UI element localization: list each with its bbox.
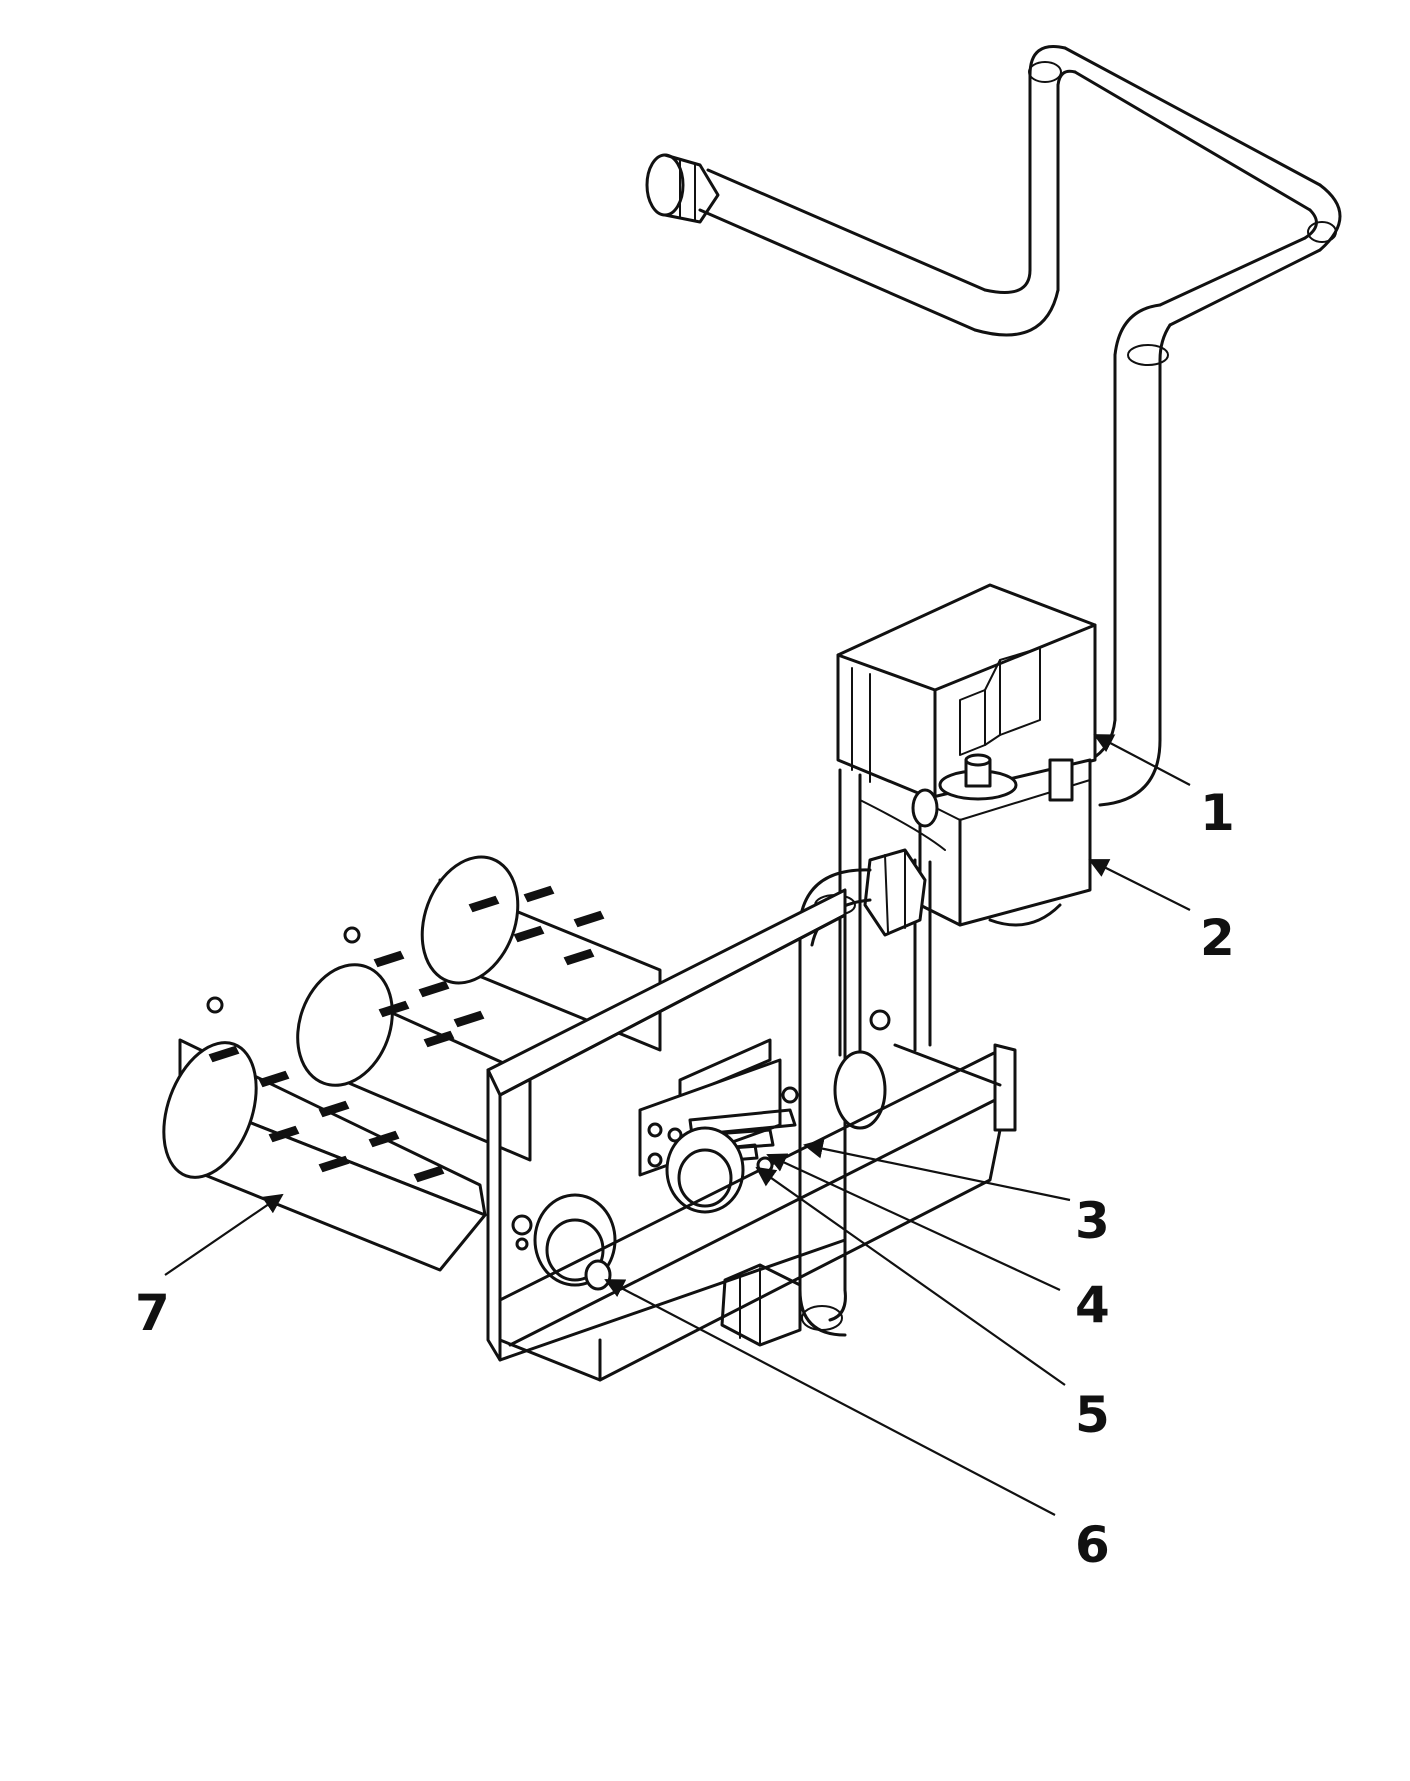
- leader-7: [164, 1193, 284, 1276]
- gas-supply-pipe: [645, 45, 1342, 807]
- leader-1: [1093, 734, 1191, 786]
- leader-4: [766, 1153, 1061, 1291]
- burner-base: [498, 1043, 1017, 1382]
- callout-7: 7: [135, 1284, 170, 1342]
- burner-tube-middle: [296, 926, 532, 1162]
- callout-6: 6: [1075, 1516, 1110, 1574]
- leader-6: [604, 1279, 1056, 1516]
- callout-leaders: [164, 734, 1191, 1516]
- callout-2: 2: [1200, 909, 1235, 967]
- callout-5: 5: [1075, 1386, 1110, 1444]
- leader-2: [1088, 859, 1191, 911]
- gas-valve: [836, 583, 1097, 927]
- callout-3: 3: [1075, 1192, 1110, 1250]
- callout-1: 1: [1200, 784, 1235, 842]
- leader-3: [803, 1138, 1071, 1202]
- callout-labels: 1 2 3 4 5 6 7: [135, 784, 1235, 1574]
- burner-tube-front: [162, 996, 487, 1272]
- burner-tube-back: [420, 855, 662, 1052]
- leader-5: [755, 1166, 1066, 1386]
- burner-tubes: [162, 855, 662, 1272]
- callout-4: 4: [1075, 1276, 1110, 1334]
- pipe-inlet-fitting: [645, 153, 720, 224]
